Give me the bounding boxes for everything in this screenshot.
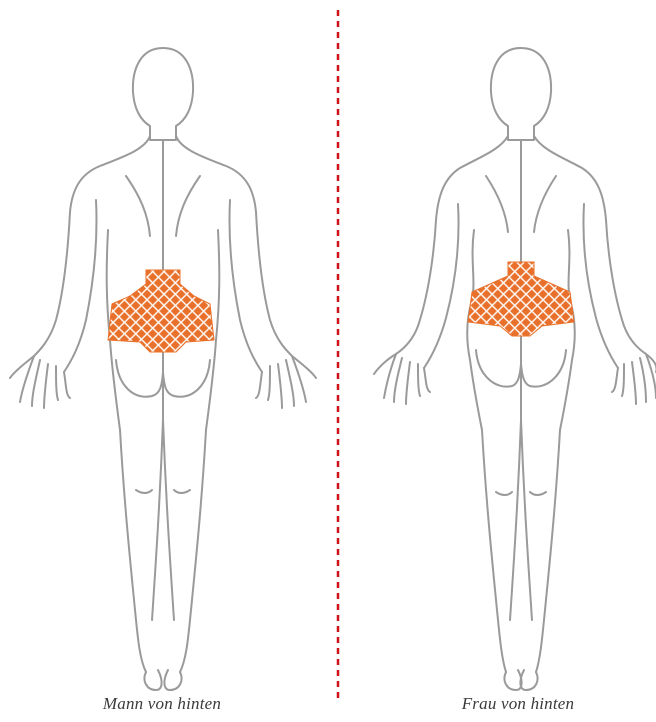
female-figure bbox=[374, 48, 656, 690]
female-lower-back-highlight bbox=[468, 262, 574, 336]
female-head bbox=[491, 48, 551, 140]
female-right-hand bbox=[612, 354, 656, 404]
female-caption: Frau von hinten bbox=[398, 694, 638, 714]
male-left-hand bbox=[10, 356, 70, 408]
male-lower-back-highlight bbox=[108, 270, 214, 352]
male-right-hand bbox=[256, 356, 316, 408]
female-left-hand bbox=[374, 354, 430, 404]
male-caption: Mann von hinten bbox=[42, 694, 282, 714]
male-figure bbox=[10, 48, 316, 690]
male-head bbox=[133, 48, 193, 140]
